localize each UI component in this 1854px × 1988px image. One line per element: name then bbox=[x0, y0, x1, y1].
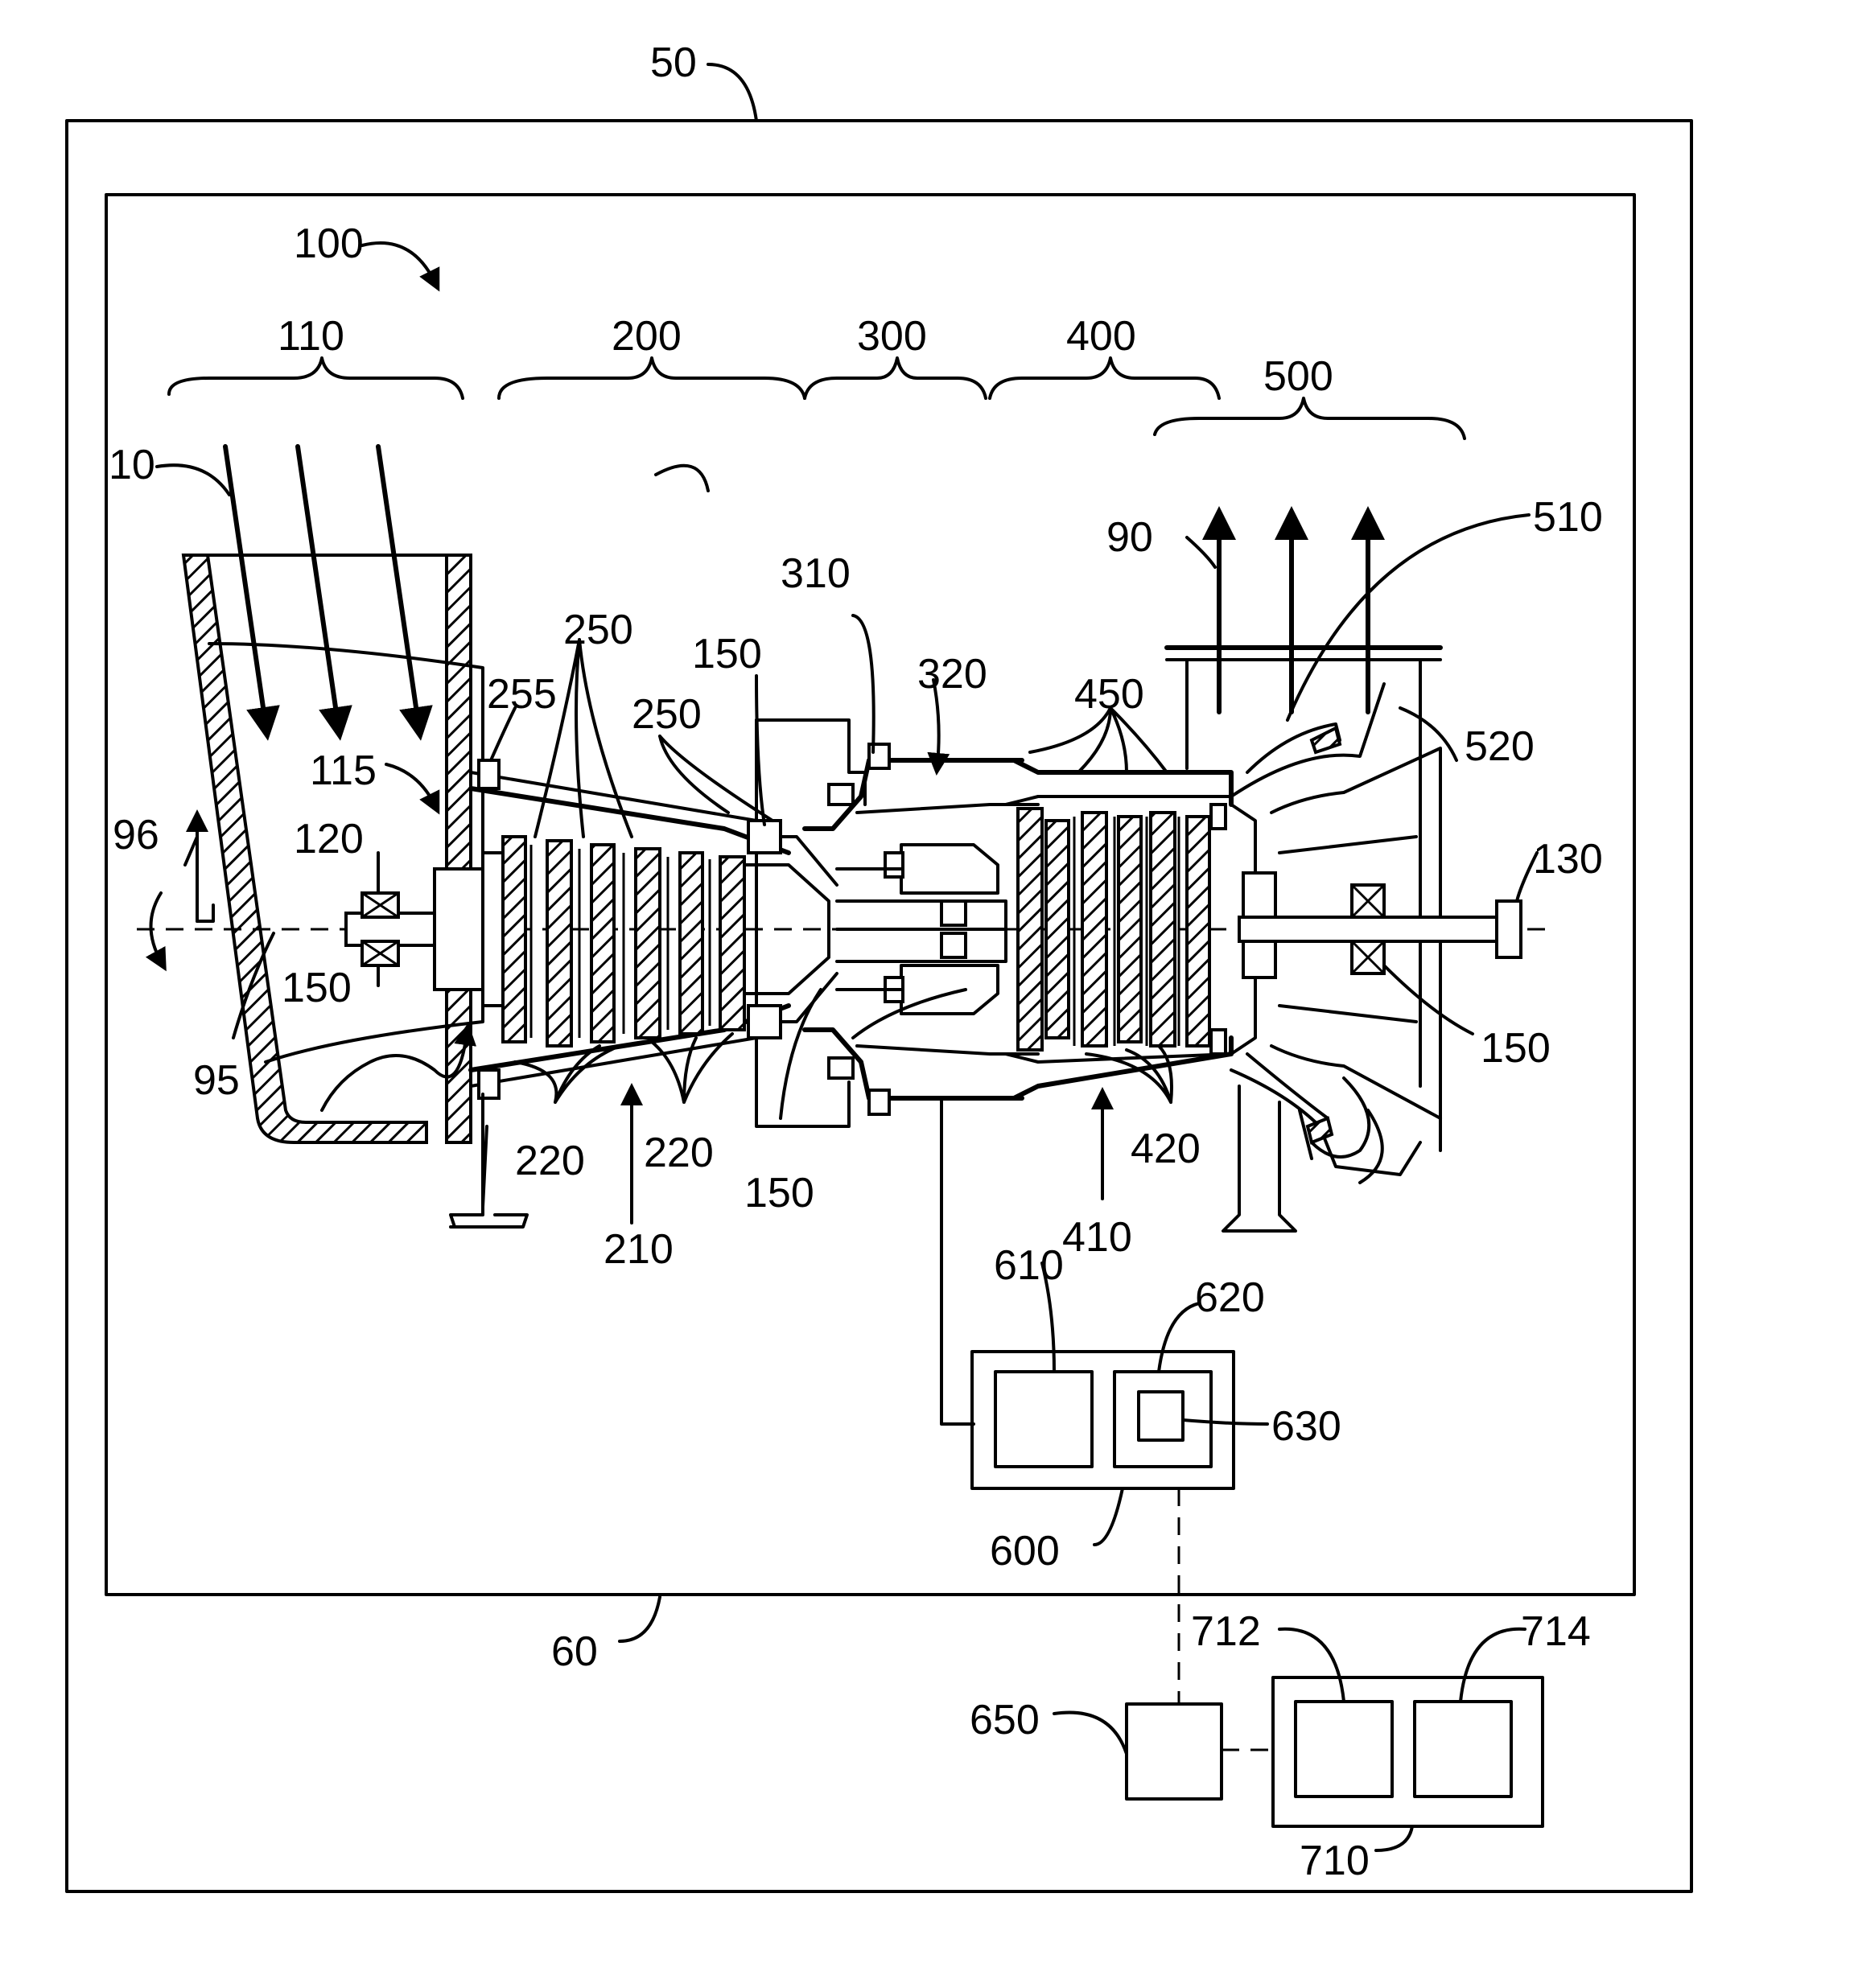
label-630: 630 bbox=[1271, 1403, 1341, 1450]
compressor-blades bbox=[503, 837, 744, 1046]
label-450: 450 bbox=[1074, 671, 1144, 718]
label-500: 500 bbox=[1263, 353, 1333, 400]
label-400: 400 bbox=[1066, 313, 1136, 360]
remote-devices bbox=[1127, 1677, 1543, 1826]
label-310: 310 bbox=[781, 550, 851, 597]
label-150a: 150 bbox=[692, 631, 762, 677]
label-150b: 150 bbox=[282, 965, 352, 1011]
label-150c: 150 bbox=[1481, 1025, 1551, 1072]
controller-600 bbox=[941, 1098, 1234, 1706]
label-50: 50 bbox=[650, 39, 697, 86]
label-510: 510 bbox=[1533, 494, 1603, 541]
label-115: 115 bbox=[310, 747, 377, 794]
label-250a: 250 bbox=[563, 607, 633, 653]
label-410: 410 bbox=[1062, 1214, 1132, 1261]
label-10: 10 bbox=[109, 442, 155, 488]
label-100: 100 bbox=[294, 220, 364, 267]
label-610: 610 bbox=[994, 1242, 1064, 1289]
label-200: 200 bbox=[612, 313, 682, 360]
label-600: 600 bbox=[990, 1528, 1060, 1574]
label-150d: 150 bbox=[744, 1170, 814, 1216]
axis-symbol bbox=[151, 821, 214, 961]
label-130: 130 bbox=[1533, 836, 1603, 883]
label-60: 60 bbox=[551, 1628, 598, 1675]
label-210: 210 bbox=[604, 1226, 674, 1273]
label-250b: 250 bbox=[632, 691, 702, 738]
label-714: 714 bbox=[1521, 1608, 1591, 1655]
label-220b: 220 bbox=[644, 1130, 714, 1176]
label-120: 120 bbox=[294, 816, 364, 862]
label-110: 110 bbox=[278, 313, 344, 360]
front-bearing bbox=[346, 853, 515, 1006]
label-320: 320 bbox=[917, 651, 987, 698]
rear-shaft bbox=[1239, 873, 1521, 978]
turbine-blades bbox=[1018, 805, 1226, 1054]
label-95: 95 bbox=[193, 1057, 240, 1104]
combustor bbox=[748, 720, 1038, 1126]
label-620: 620 bbox=[1195, 1274, 1265, 1321]
label-96: 96 bbox=[113, 812, 159, 858]
label-255: 255 bbox=[487, 671, 557, 718]
label-712: 712 bbox=[1191, 1608, 1261, 1655]
label-650: 650 bbox=[970, 1697, 1040, 1743]
label-710: 710 bbox=[1300, 1838, 1370, 1884]
label-420: 420 bbox=[1131, 1126, 1201, 1172]
label-90: 90 bbox=[1106, 514, 1153, 561]
label-220a: 220 bbox=[515, 1138, 585, 1184]
label-300: 300 bbox=[857, 313, 927, 360]
enclosure-60 bbox=[106, 195, 1634, 1595]
label-520: 520 bbox=[1465, 723, 1535, 770]
